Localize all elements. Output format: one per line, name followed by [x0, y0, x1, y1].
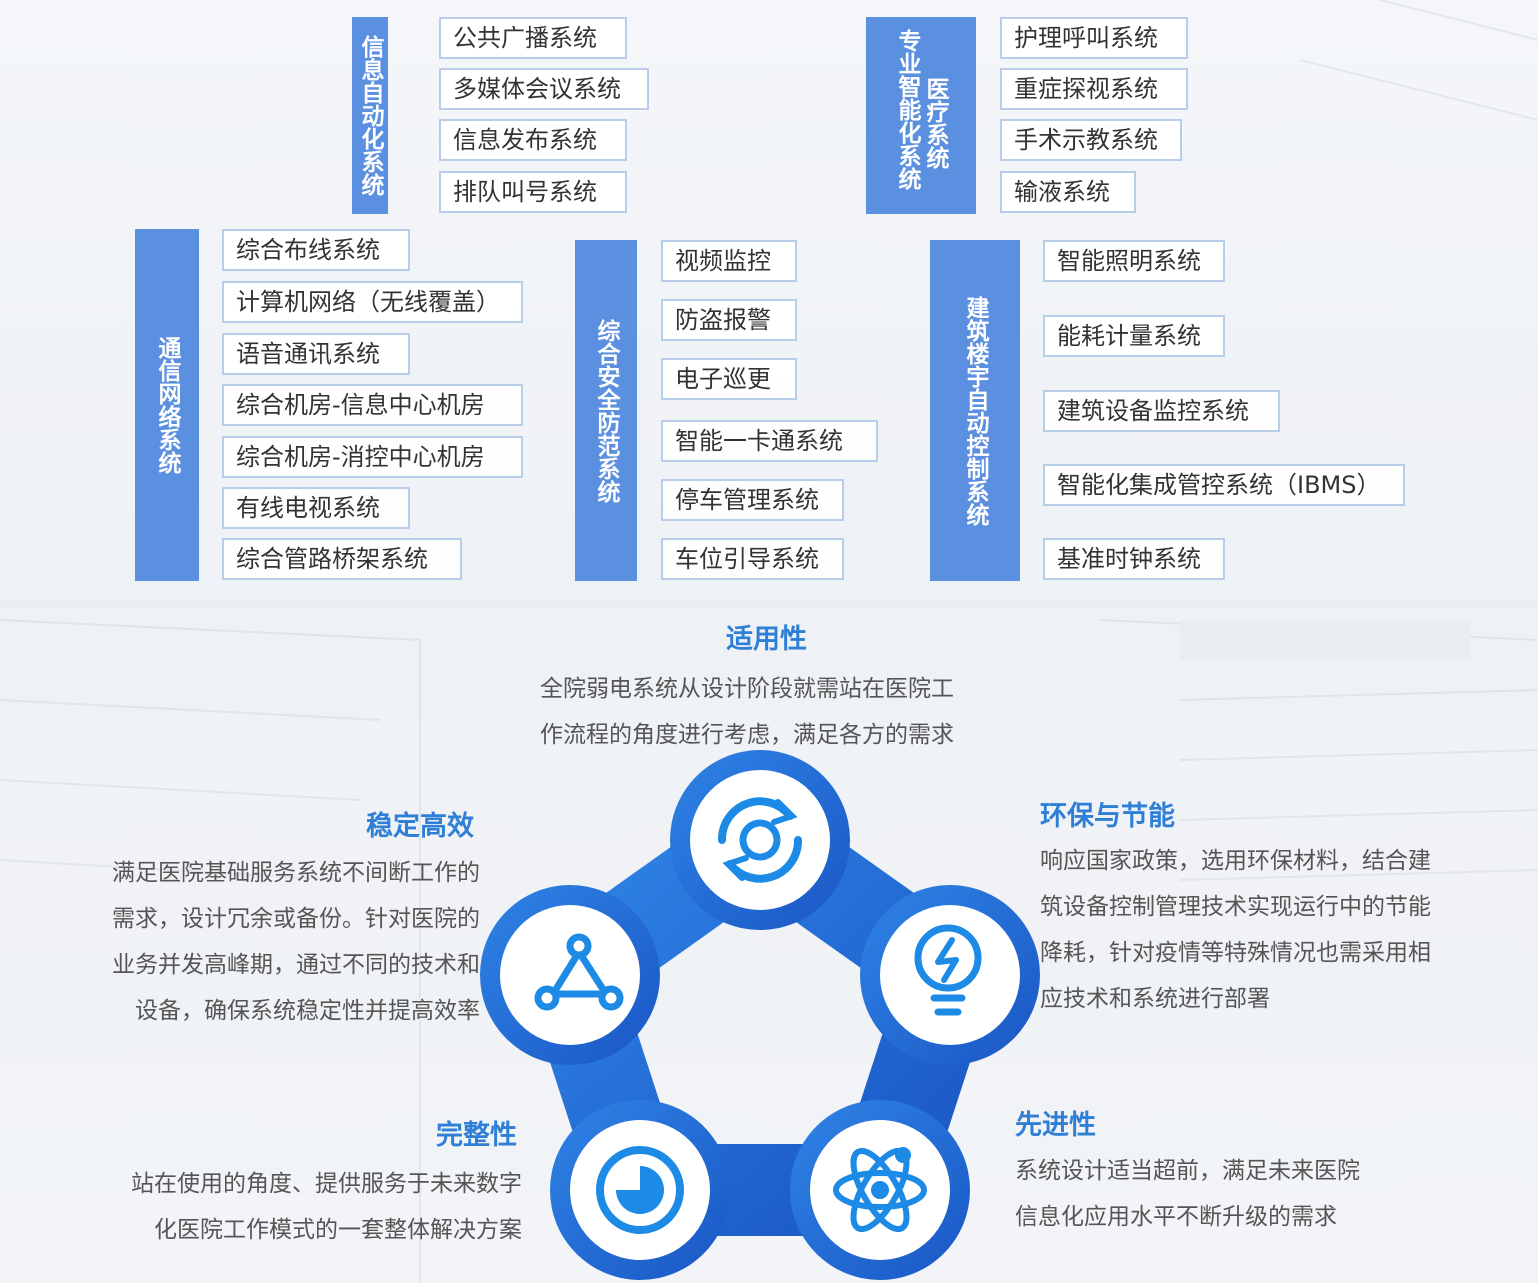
item-multimedia-meeting[interactable]: 多媒体会议系统: [439, 68, 649, 110]
item-public-broadcast[interactable]: 公共广播系统: [439, 17, 627, 59]
pie-chart-icon: [596, 1146, 684, 1234]
category-building-label: 建筑楼宇自动控制系统: [962, 295, 988, 526]
item-burglar-alarm[interactable]: 防盗报警: [661, 299, 797, 341]
item-cabling[interactable]: 综合布线系统: [222, 229, 410, 271]
item-nurse-call[interactable]: 护理呼叫系统: [1000, 17, 1188, 59]
principle-stability-line: 业务并发高峰期，通过不同的技术和: [112, 952, 480, 978]
principle-integrity-title: 完整性: [436, 1120, 517, 1151]
item-video-surveillance[interactable]: 视频监控: [661, 240, 797, 282]
principle-stability-desc: 满足医院基础服务系统不间断工作的 需求，设计冗余或备份。针对医院的 业务并发高峰…: [70, 850, 480, 1034]
item-equipment-monitoring[interactable]: 建筑设备监控系统: [1043, 390, 1280, 432]
refresh-icon: [717, 797, 803, 883]
principle-integrity-line: 站在使用的角度、提供服务于未来数字: [131, 1171, 522, 1197]
category-building-automation: 建筑楼宇自动控制系统: [930, 240, 1020, 581]
item-energy-metering[interactable]: 能耗计量系统: [1043, 315, 1225, 357]
lightning-bulb-icon: [914, 924, 982, 1016]
item-smart-card[interactable]: 智能一卡通系统: [661, 420, 878, 462]
principle-stability-line: 需求，设计冗余或备份。针对医院的: [112, 906, 480, 932]
category-comm-network: 通信网络系统: [135, 229, 199, 581]
item-parking-guidance[interactable]: 车位引导系统: [661, 538, 844, 580]
item-surgery-teaching[interactable]: 手术示教系统: [1000, 119, 1182, 161]
principle-green-desc: 响应国家政策，选用环保材料，结合建 筑设备控制管理技术实现运行中的节能 降耗，针…: [1040, 838, 1431, 1022]
item-infusion[interactable]: 输液系统: [1000, 171, 1136, 213]
category-security: 综合安全防范系统: [575, 240, 637, 581]
principle-advanced-line: 系统设计适当超前，满足未来医院: [1015, 1158, 1360, 1184]
item-computer-network[interactable]: 计算机网络（无线覆盖）: [222, 281, 523, 323]
category-info-label: 信息自动化系统: [357, 35, 383, 196]
principle-green-line: 筑设备控制管理技术实现运行中的节能: [1040, 894, 1431, 920]
item-guard-patrol[interactable]: 电子巡更: [661, 358, 797, 400]
item-info-center-room[interactable]: 综合机房-信息中心机房: [222, 384, 523, 426]
principle-green-title: 环保与节能: [1040, 801, 1175, 832]
item-queue-call[interactable]: 排队叫号系统: [439, 171, 627, 213]
category-medical-label-main: 专业智能化系统: [894, 29, 920, 190]
principle-applicability-line: 全院弱电系统从设计阶段就需站在医院工: [540, 676, 954, 702]
category-comm-label: 通信网络系统: [154, 336, 180, 474]
principle-integrity-desc: 站在使用的角度、提供服务于未来数字 化医院工作模式的一套整体解决方案: [70, 1161, 522, 1253]
item-master-clock[interactable]: 基准时钟系统: [1043, 538, 1225, 580]
principle-stability-line: 满足医院基础服务系统不间断工作的: [112, 860, 480, 886]
item-ibms[interactable]: 智能化集成管控系统（IBMS）: [1043, 464, 1405, 506]
principle-advanced-line: 信息化应用水平不断升级的需求: [1015, 1204, 1337, 1230]
item-smart-lighting[interactable]: 智能照明系统: [1043, 240, 1225, 282]
item-icu-visit[interactable]: 重症探视系统: [1000, 68, 1188, 110]
atom-icon: [833, 1147, 927, 1233]
category-info-automation: 信息自动化系统: [352, 17, 388, 214]
item-parking-management[interactable]: 停车管理系统: [661, 479, 844, 521]
item-fire-control-room[interactable]: 综合机房-消控中心机房: [222, 436, 523, 478]
principle-applicability-desc: 全院弱电系统从设计阶段就需站在医院工 作流程的角度进行考虑，满足各方的需求: [540, 666, 954, 758]
principle-green-line: 降耗，针对疫情等特殊情况也需采用相: [1040, 940, 1431, 966]
principle-stability-line: 设备，确保系统稳定性并提高效率: [135, 998, 480, 1024]
principle-applicability-title: 适用性: [726, 624, 807, 655]
item-cable-tray[interactable]: 综合管路桥架系统: [222, 538, 462, 580]
item-voice-comm[interactable]: 语音通讯系统: [222, 333, 410, 375]
principle-stability-title: 稳定高效: [366, 811, 474, 842]
category-medical: 专业智能化系统 医疗系统: [866, 17, 976, 214]
item-info-release[interactable]: 信息发布系统: [439, 119, 627, 161]
principle-green-line: 响应国家政策，选用环保材料，结合建: [1040, 848, 1431, 874]
principle-advanced-desc: 系统设计适当超前，满足未来医院 信息化应用水平不断升级的需求: [1015, 1148, 1360, 1240]
principle-integrity-line: 化医院工作模式的一套整体解决方案: [154, 1217, 522, 1243]
category-medical-label-sub: 医疗系统: [922, 77, 948, 169]
principle-green-line: 应技术和系统进行部署: [1040, 986, 1270, 1012]
item-cable-tv[interactable]: 有线电视系统: [222, 487, 410, 529]
category-security-label: 综合安全防范系统: [593, 318, 619, 503]
principle-advanced-title: 先进性: [1015, 1110, 1096, 1141]
principle-applicability-line: 作流程的角度进行考虑，满足各方的需求: [540, 722, 954, 748]
triangle-network-icon: [534, 933, 624, 1011]
